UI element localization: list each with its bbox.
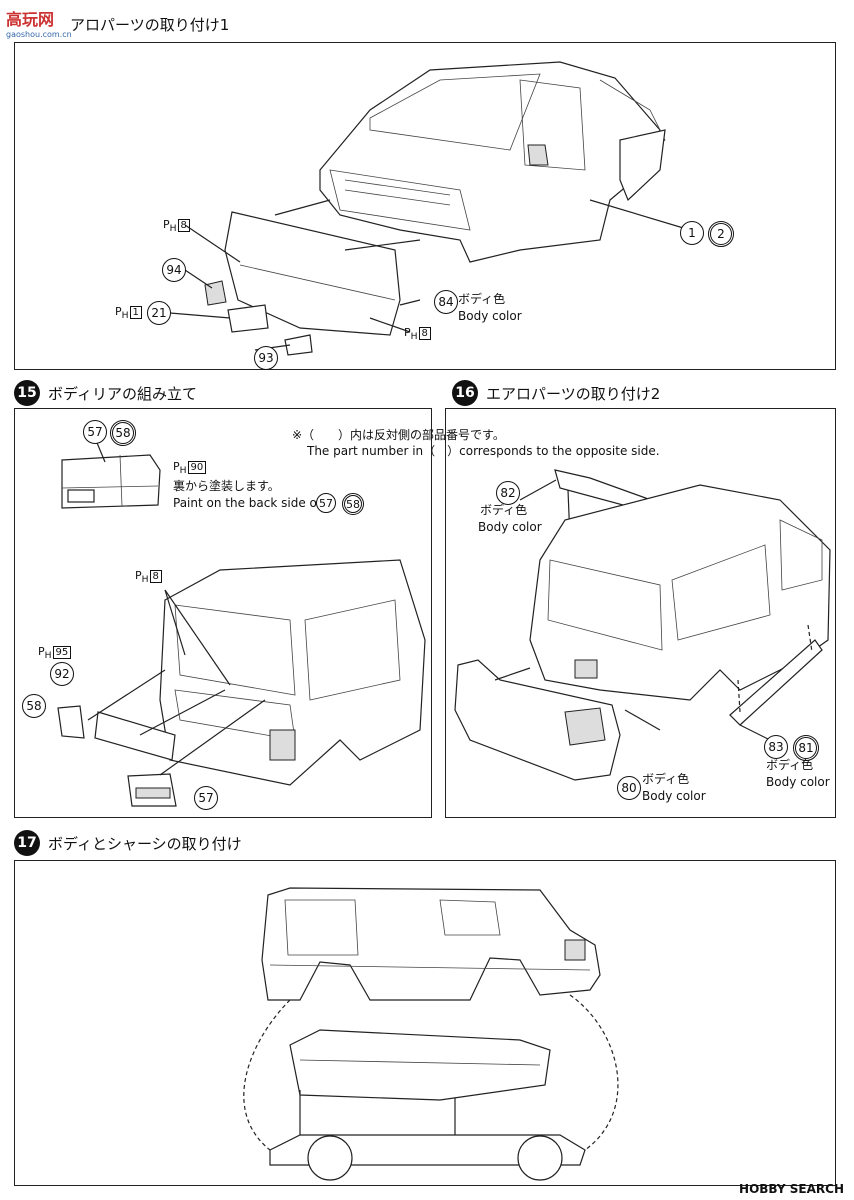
step15-number: 15 xyxy=(14,380,40,406)
part-number-80: 80 xyxy=(617,776,641,800)
body-color-en-80: Body color xyxy=(642,789,706,803)
part-number-82: 82 xyxy=(496,481,520,505)
step-top-title: アロパーツの取り付け1 xyxy=(70,16,230,34)
watermark-text: 高玩网 xyxy=(6,10,55,29)
step15-heading: 15 ボディリアの組み立て xyxy=(14,380,197,406)
body-color-en-83: Body color xyxy=(766,775,830,789)
part-number-57b: 57 xyxy=(194,786,218,810)
fender-flare xyxy=(619,129,666,202)
rear-van-body-2 xyxy=(529,484,831,701)
part-93-shape xyxy=(284,334,313,356)
part-number-58-inline: 58 xyxy=(342,493,364,515)
part-number-84: 84 xyxy=(434,290,458,314)
interior-tub xyxy=(289,1029,551,1101)
part-number-2: 2 xyxy=(708,221,734,247)
step17-heading: 17 ボディとシャーシの取り付け xyxy=(14,830,242,856)
body-color-en-82: Body color xyxy=(478,520,542,534)
ph-s15-90: 90 xyxy=(187,461,207,474)
footer-brand: HOBBY SEARCH xyxy=(739,1182,844,1196)
part-number-58b: 58 xyxy=(22,694,46,718)
note-en: The part number in（ ）corresponds to the … xyxy=(307,444,660,458)
watermark-sub: gaoshou.com.cn xyxy=(6,30,72,39)
ph-top-8b: 8 xyxy=(418,327,431,340)
step15-title: ボディリアの組み立て xyxy=(48,384,197,403)
ph-top-1: 1 xyxy=(129,306,142,319)
note-jp: ※（ ）内は反対側の部品番号です。 xyxy=(292,428,505,442)
part-number-93: 93 xyxy=(254,346,278,370)
step16-heading: 16 エアロパーツの取り付け2 xyxy=(452,380,660,406)
mirror xyxy=(527,144,549,166)
ph-top-8: 8 xyxy=(177,219,190,232)
body-color-jp-83: ボディ色 xyxy=(766,758,814,772)
step17-title: ボディとシャーシの取り付け xyxy=(48,834,242,853)
part-number-81: 81 xyxy=(793,735,819,761)
part-number-1: 1 xyxy=(680,221,704,245)
step16-title: エアロパーツの取り付け2 xyxy=(486,384,661,403)
hobby-search-logo: HOBBY SEARCH xyxy=(739,1182,844,1196)
ph-s15-8: 8 xyxy=(149,570,162,583)
part-number-83: 83 xyxy=(764,735,788,759)
body-color-jp-80: ボディ色 xyxy=(642,772,690,786)
van-front-body xyxy=(319,61,661,263)
side-skirt xyxy=(729,639,823,726)
ph-s15-95: 95 xyxy=(52,646,72,659)
paint-back-en: Paint on the back side of xyxy=(173,496,322,510)
part-number-57: 57 xyxy=(83,420,107,444)
part-number-57-inline: 57 xyxy=(316,493,336,513)
part-number-21: 21 xyxy=(147,301,171,325)
part-number-94: 94 xyxy=(162,258,186,282)
step17-number: 17 xyxy=(14,830,40,856)
van-side-body xyxy=(261,887,601,1001)
light-58 xyxy=(57,705,85,739)
watermark-logo: 高玩网 gaoshou.com.cn xyxy=(6,6,72,39)
part-21-shape xyxy=(227,304,269,333)
paint-back-jp: 裏から塗装します。 xyxy=(173,479,280,493)
step-top-heading: アロパーツの取り付け1 xyxy=(70,14,229,35)
lens-92 xyxy=(94,711,176,761)
part-number-92: 92 xyxy=(50,662,74,686)
rear-bumper xyxy=(454,659,621,781)
step16-number: 16 xyxy=(452,380,478,406)
body-color-jp: ボディ色 xyxy=(458,292,506,306)
body-color-jp-82: ボディ色 xyxy=(480,503,528,517)
part-number-58: 58 xyxy=(110,420,136,446)
body-color-en: Body color xyxy=(458,309,522,323)
front-bumper xyxy=(224,211,401,336)
